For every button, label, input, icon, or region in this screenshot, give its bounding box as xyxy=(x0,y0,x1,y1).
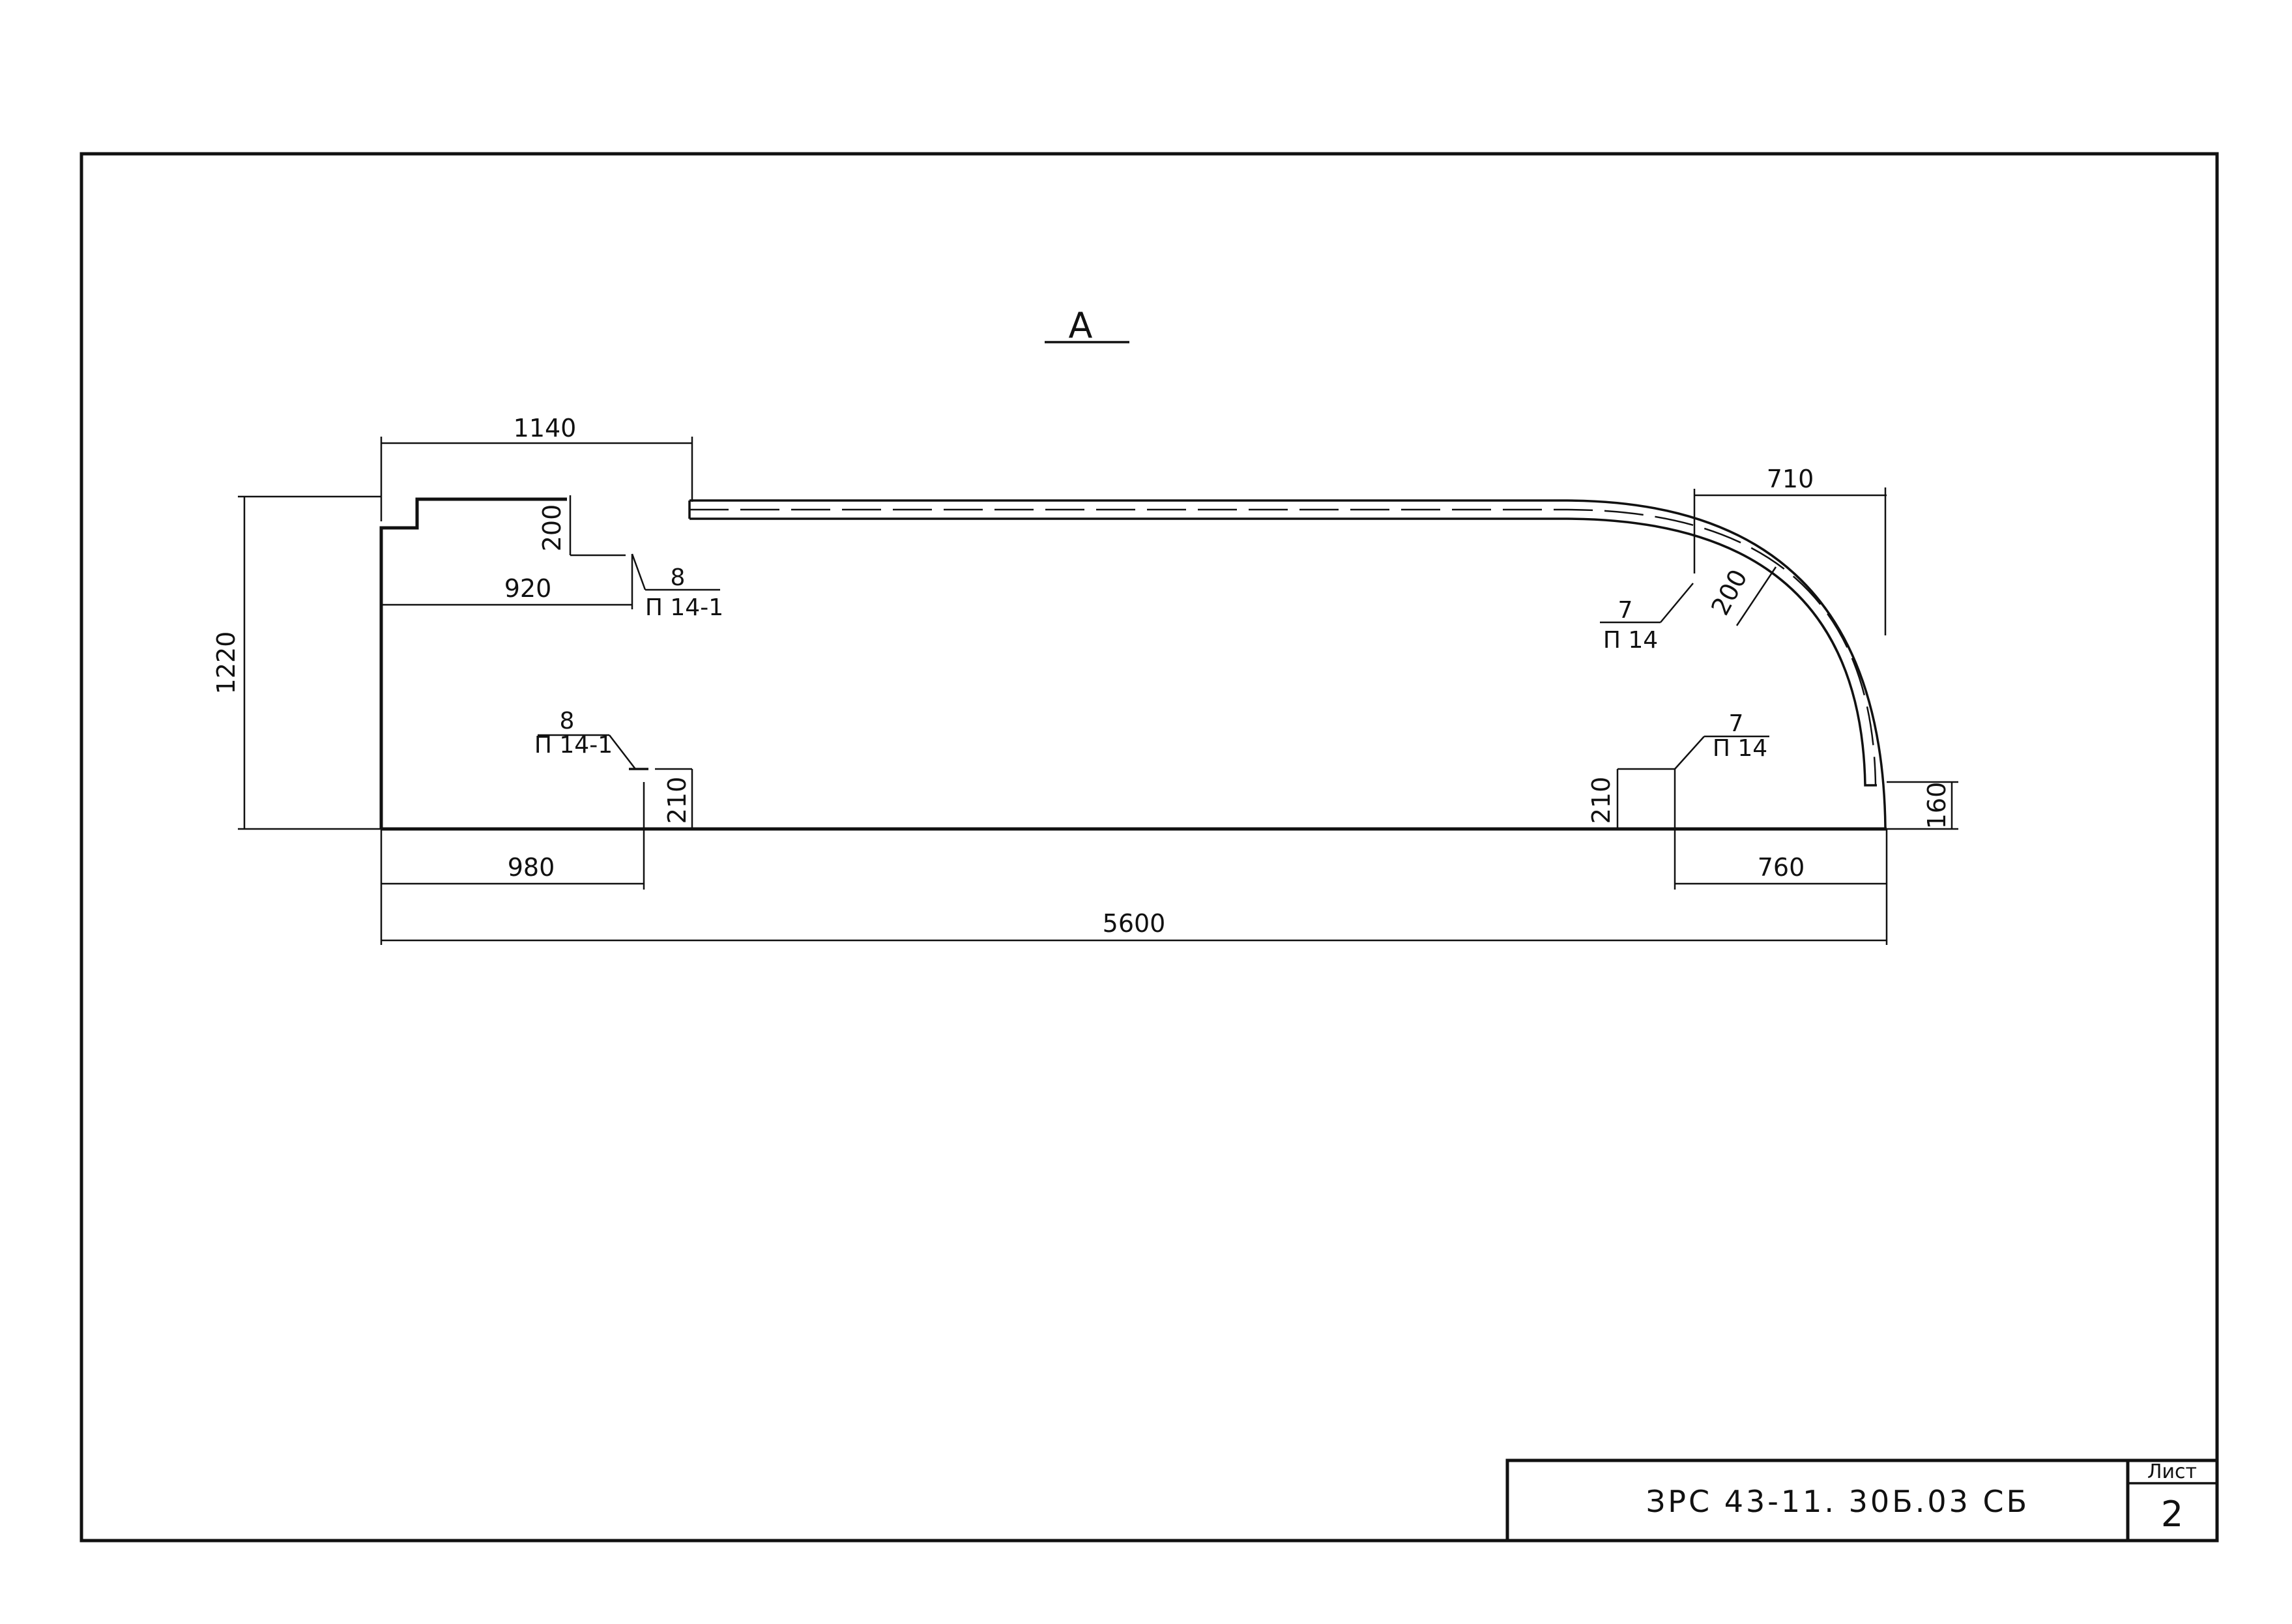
view-label: А xyxy=(1069,305,1093,346)
leader-line xyxy=(631,553,646,590)
leader-line xyxy=(609,734,636,770)
callout-bottom-right: 7 П 14 xyxy=(1674,710,1769,770)
dim-210-left: 210 xyxy=(663,777,691,824)
left-edge xyxy=(379,497,567,829)
leader-line xyxy=(1660,583,1694,623)
view-title: А xyxy=(1045,305,1129,346)
part-outline xyxy=(379,497,1887,831)
top-strip-outer xyxy=(689,499,1887,828)
callout-ref: П 14-1 xyxy=(534,732,613,759)
top-strip-mid xyxy=(689,508,1877,786)
callout-ref: П 14 xyxy=(1603,627,1658,654)
callout-number: 8 xyxy=(671,564,686,591)
dimension-lines: 1140 710 200 920 1220 200 210 210 xyxy=(212,414,1958,945)
dim-5600: 5600 xyxy=(1103,909,1166,938)
dim-1140: 1140 xyxy=(514,414,577,442)
sheet-frame xyxy=(80,152,2219,1543)
dim-210-right: 210 xyxy=(1587,777,1616,824)
dim-200: 200 xyxy=(538,504,566,552)
callout-bottom-left: 8 П 14-1 xyxy=(534,708,648,770)
sheet-number: 2 xyxy=(2161,1494,2183,1535)
callout-top-right: 7 П 14 xyxy=(1600,583,1694,654)
dim-920: 920 xyxy=(504,574,552,603)
callout-number: 8 xyxy=(560,708,575,734)
dim-line-arc-200 xyxy=(1735,566,1777,626)
document-code: ЗРС 43-11. 30Б.03 СБ xyxy=(1646,1484,2029,1519)
callout-ref: П 14-1 xyxy=(645,594,723,621)
sheet-label: Лист xyxy=(2147,1460,2197,1483)
dim-980: 980 xyxy=(508,853,555,882)
leader-line xyxy=(1674,736,1705,770)
callout-number: 7 xyxy=(1729,710,1744,737)
callout-top-left: 8 П 14-1 xyxy=(631,553,723,621)
top-strip-inner xyxy=(689,517,1877,787)
dim-710: 710 xyxy=(1767,465,1814,493)
dim-1220: 1220 xyxy=(212,631,240,695)
dim-760: 760 xyxy=(1758,853,1805,882)
title-block: ЗРС 43-11. 30Б.03 СБ Лист 2 xyxy=(1505,1458,2217,1541)
title-block-border xyxy=(1505,1458,2217,1541)
callout-ref: П 14 xyxy=(1713,735,1767,762)
dim-160: 160 xyxy=(1922,782,1951,830)
callout-number: 7 xyxy=(1618,597,1633,624)
